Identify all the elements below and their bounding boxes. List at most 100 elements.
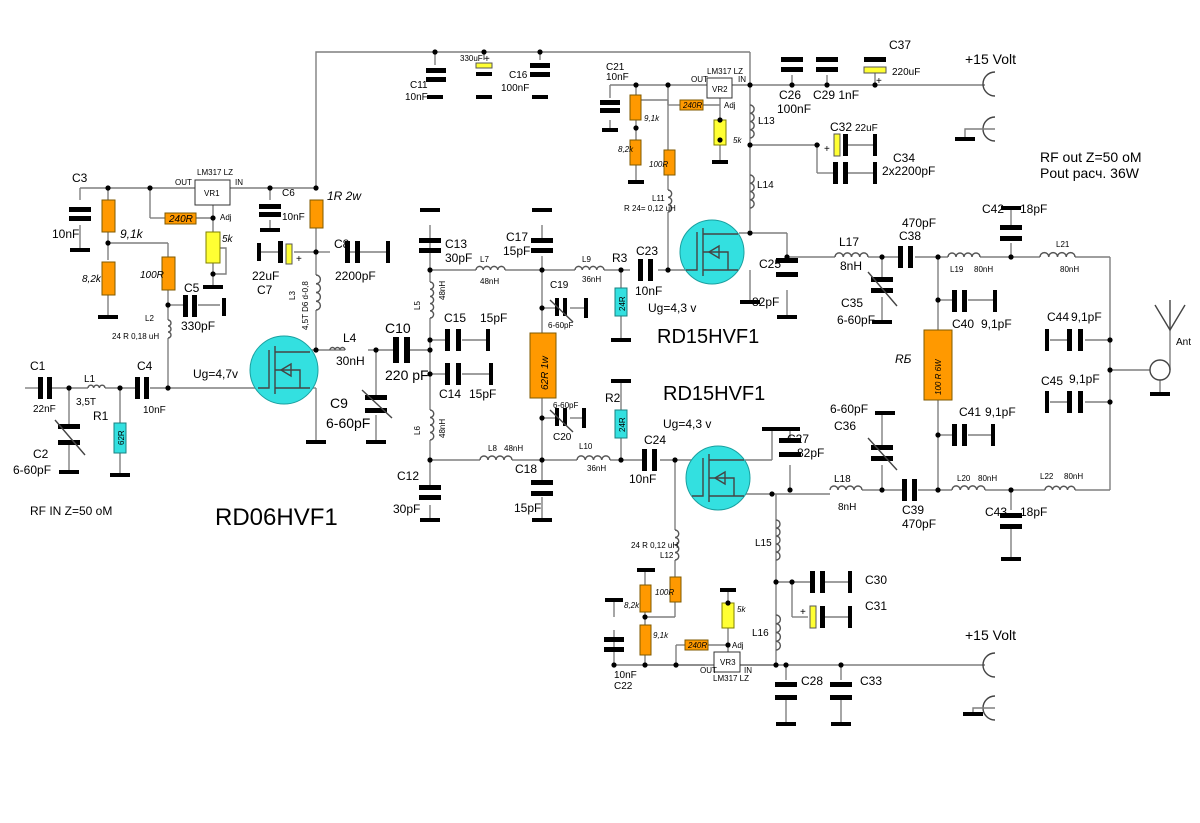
l10-coil bbox=[576, 455, 611, 461]
l13-coil bbox=[749, 104, 755, 139]
junction-dot bbox=[618, 267, 624, 273]
c30-ref: C30 bbox=[865, 573, 887, 587]
junction-dot bbox=[481, 49, 487, 55]
vr2-r240-value: 240R bbox=[682, 101, 702, 110]
l14-ref: L14 bbox=[757, 180, 774, 191]
junction-dot bbox=[117, 385, 123, 391]
c3-ref: C3 bbox=[72, 171, 88, 185]
l3-value: 4,5T D6 d-0,8 bbox=[301, 281, 310, 330]
antenna-label: Ant bbox=[1176, 337, 1191, 348]
c16-ref: C16 bbox=[509, 70, 528, 81]
l11-value: R 24= 0,12 uH bbox=[624, 204, 676, 213]
c15-value: 15pF bbox=[480, 311, 507, 325]
vr3-r100-value: 100R bbox=[655, 588, 674, 597]
r1-value: 62R bbox=[117, 430, 126, 445]
c8-value: 2200pF bbox=[335, 269, 376, 283]
c12-ref: C12 bbox=[397, 469, 419, 483]
c5-value: 330pF bbox=[181, 319, 215, 333]
polarity-plus: + bbox=[824, 144, 830, 155]
l7-coil bbox=[475, 265, 506, 271]
c19-ref: C19 bbox=[550, 280, 569, 291]
l1-ref: L1 bbox=[84, 374, 96, 385]
c16-value: 100nF bbox=[501, 83, 529, 94]
vr3-part: LM317 LZ bbox=[713, 674, 749, 683]
c37-ref: C37 bbox=[889, 38, 911, 52]
c32-ref: C32 bbox=[830, 120, 852, 134]
l8-ref: L8 bbox=[488, 444, 497, 453]
junction-dot bbox=[165, 385, 171, 391]
c31-ref: C31 bbox=[865, 599, 887, 613]
junction-dot bbox=[787, 487, 793, 493]
c45-value: 9,1pF bbox=[1069, 372, 1100, 386]
junction-dot bbox=[783, 662, 789, 668]
c41-ref: C41 bbox=[959, 405, 981, 419]
l3-coil bbox=[315, 274, 322, 311]
l11-coil bbox=[667, 189, 673, 213]
r-1r-2w-value: 1R 2w bbox=[327, 189, 362, 203]
junction-dot bbox=[539, 267, 545, 273]
junction-dot bbox=[789, 82, 795, 88]
c21-value: 10nF bbox=[606, 72, 629, 83]
c1-ref: C1 bbox=[30, 359, 46, 373]
c44-value: 9,1pF bbox=[1071, 310, 1102, 324]
l10-value: 36nH bbox=[587, 464, 606, 473]
l17-coil bbox=[834, 252, 869, 258]
junction-dot bbox=[642, 614, 648, 620]
l16-coil bbox=[775, 614, 782, 651]
c43-ref: C43 bbox=[985, 505, 1007, 519]
q1-mosfet bbox=[249, 335, 319, 405]
vr2-in: IN bbox=[738, 75, 746, 84]
vr1-part: LM317 LZ bbox=[197, 168, 233, 177]
c8-ref: C8 bbox=[334, 237, 350, 251]
r2-value: 24R bbox=[618, 417, 627, 432]
c24-value: 10nF bbox=[629, 472, 656, 486]
c13-ref: C13 bbox=[445, 237, 467, 251]
l7-value: 48nH bbox=[480, 277, 499, 286]
l14-coil bbox=[749, 174, 755, 209]
junction-dot bbox=[665, 82, 671, 88]
junction-dot bbox=[1008, 487, 1014, 493]
c34-ref: C34 bbox=[893, 151, 915, 165]
c9-ref: C9 bbox=[330, 395, 348, 411]
vr2-r82-value: 8,2k bbox=[618, 145, 634, 154]
trimmer-arrows bbox=[54, 271, 898, 471]
junction-dot bbox=[773, 662, 779, 668]
mosfet-arrow bbox=[713, 470, 726, 486]
l12-ref: L12 bbox=[660, 551, 674, 560]
c23-value: 10nF bbox=[635, 284, 662, 298]
c27-value: 82pF bbox=[797, 446, 824, 460]
c17-value: 15pF bbox=[503, 244, 530, 258]
c36-ref: C36 bbox=[834, 419, 856, 433]
component-shapes bbox=[38, 49, 1186, 726]
l21-coil bbox=[1039, 251, 1076, 258]
c24-ref: C24 bbox=[644, 433, 666, 447]
l21-ref: L21 bbox=[1056, 240, 1070, 249]
l13-ref: L13 bbox=[758, 116, 775, 127]
supply-top-label: +15 Volt bbox=[965, 51, 1016, 67]
c6-ref: C6 bbox=[282, 188, 295, 199]
q1-bias-label: Ug=4,7v bbox=[193, 367, 238, 381]
rb-ref: RБ bbox=[895, 352, 912, 366]
junction-dot bbox=[935, 432, 941, 438]
vr1-pot-value: 5k bbox=[222, 234, 234, 245]
l4-value: 30nH bbox=[336, 354, 365, 368]
vr2-ref: VR2 bbox=[712, 85, 728, 94]
pout-label: Pout расч. 36W bbox=[1040, 165, 1140, 181]
junction-dot bbox=[838, 662, 844, 668]
c40-value: 9,1pF bbox=[981, 317, 1012, 331]
polarity-plus: + bbox=[484, 54, 490, 65]
junction-dot bbox=[789, 579, 795, 585]
vr1-r240-value: 240R bbox=[168, 214, 193, 225]
l8-coil bbox=[479, 455, 513, 461]
l11-ref: L11 bbox=[652, 194, 665, 203]
l6-ref: L6 bbox=[413, 426, 422, 435]
c4-ref: C4 bbox=[137, 359, 153, 373]
c6-value: 10nF bbox=[282, 212, 305, 223]
junction-dot bbox=[66, 385, 72, 391]
junction-dot bbox=[784, 254, 790, 260]
junction-dot bbox=[665, 267, 671, 273]
q1-part-label: RD06HVF1 bbox=[215, 504, 338, 531]
c11-value: 10nF bbox=[405, 92, 428, 103]
q3-mosfet bbox=[685, 445, 751, 511]
capacitor-symbol-vertical bbox=[58, 57, 1022, 700]
